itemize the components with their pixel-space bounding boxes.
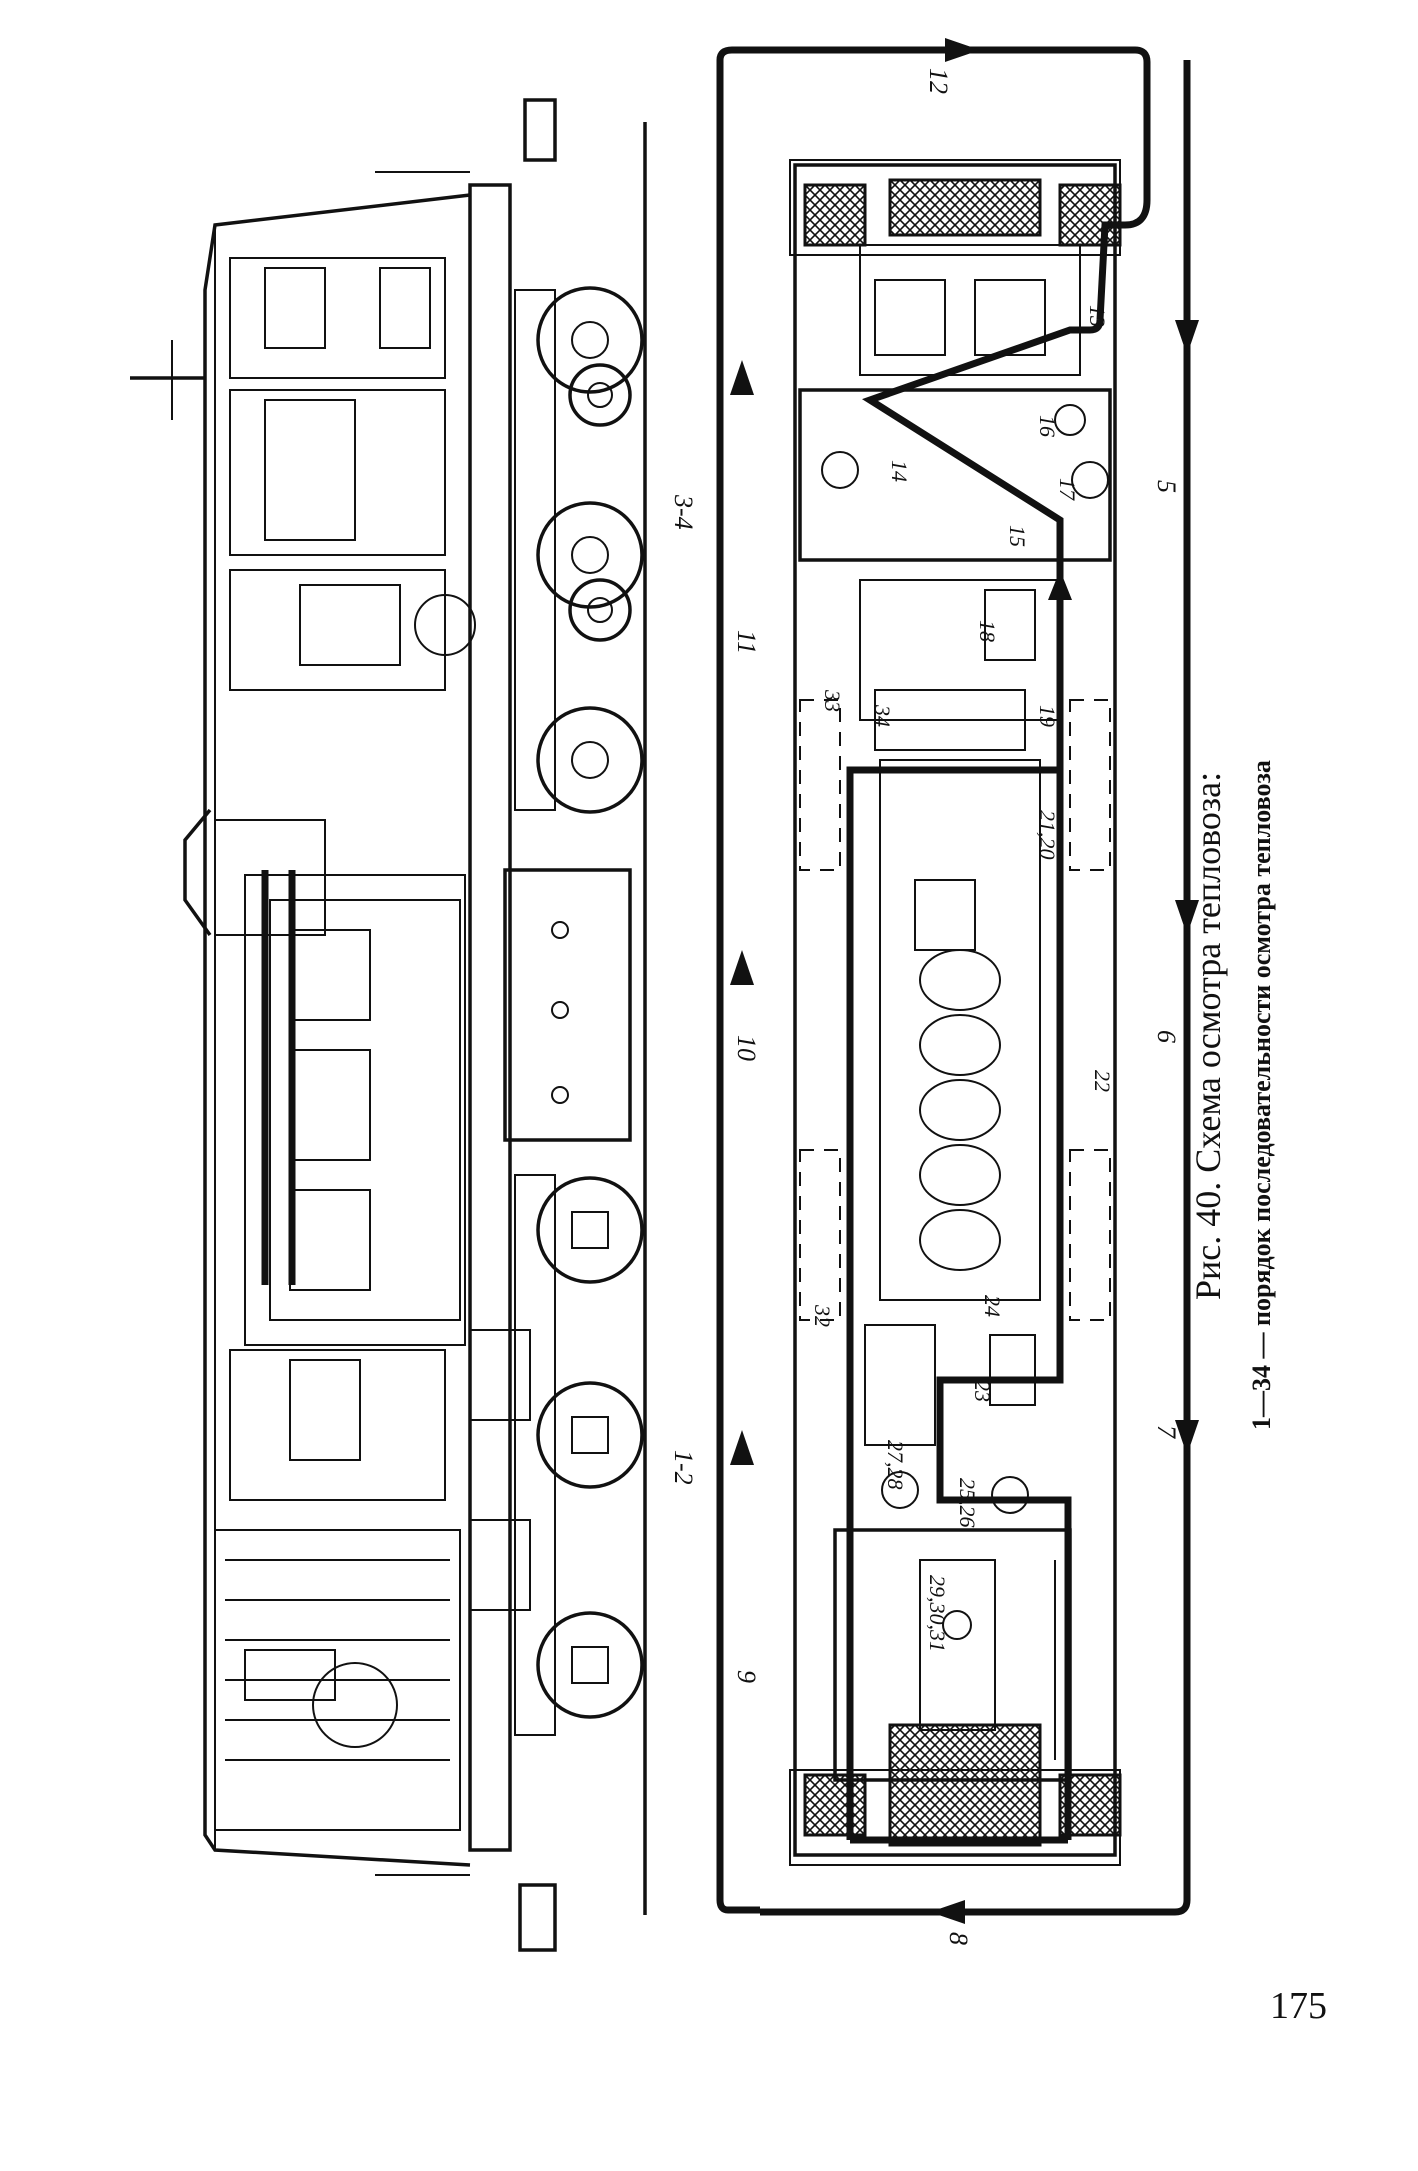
callout-23: 23 [970, 1380, 995, 1402]
plan-body [793, 163, 1117, 1857]
figure-caption: Рис. 40. Схема осмотра тепловоза: 1—34 —… [1188, 760, 1276, 1430]
route-label-5: 5 [1152, 480, 1181, 493]
callout-21-20: 21,20 [1035, 810, 1060, 860]
route-label-8: 8 [944, 1932, 973, 1945]
callout-17: 17 [1055, 478, 1080, 501]
caption-legend: 1—34 — порядок последовательности осмотр… [1247, 760, 1276, 1430]
callout-33: 33 [820, 689, 845, 712]
bogie-1-2 [469, 1174, 644, 1736]
callout-13: 13 [1085, 305, 1110, 327]
page-number: 175 [1270, 1985, 1327, 2027]
engine-cylinders [919, 949, 1001, 1271]
callout-18: 18 [975, 620, 1000, 642]
underframe [468, 183, 512, 1852]
callout-29-30-31: 29,30,31 [925, 1575, 950, 1652]
callout-15: 15 [1005, 525, 1030, 547]
route-label-11: 11 [732, 630, 761, 654]
route-label-6: 6 [1152, 1030, 1181, 1043]
route-label-7: 7 [1152, 1425, 1181, 1439]
callout-27-28: 27,28 [883, 1440, 908, 1490]
route-label-12: 12 [924, 68, 953, 94]
caption-title: Рис. 40. Схема осмотра тепловоза: [1188, 772, 1228, 1300]
bogie-3-4 [514, 286, 644, 814]
side-view: 3-4 1-2 [130, 98, 698, 1952]
callout-25-26: 25,26 [955, 1478, 980, 1528]
callout-14: 14 [887, 460, 912, 482]
inspection-route [716, 38, 1199, 1924]
callout-34: 34 [870, 704, 895, 727]
callout-22: 22 [1090, 1070, 1115, 1092]
route-label-9: 9 [732, 1670, 761, 1683]
bogie-label-3-4: 3-4 [669, 494, 698, 530]
callout-16: 16 [1035, 415, 1060, 437]
callout-19: 19 [1035, 705, 1060, 727]
route-label-10: 10 [732, 1035, 761, 1061]
body-outline [203, 193, 471, 1867]
plan-view: 5 6 7 8 9 10 11 12 13 14 15 16 17 18 19 … [716, 38, 1199, 1945]
callout-24: 24 [980, 1295, 1005, 1317]
bogie-label-1-2: 1-2 [669, 1450, 698, 1485]
callout-32: 32 [810, 1304, 835, 1327]
